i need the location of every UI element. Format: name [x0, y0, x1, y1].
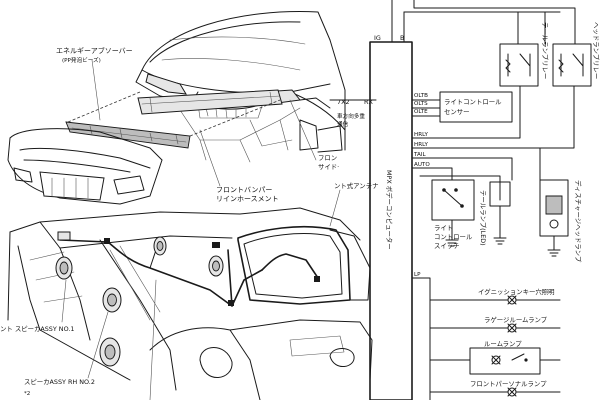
pin-auto: AUTO — [414, 162, 430, 168]
harness-code-label: 7X2 — [337, 98, 350, 106]
bumper-reinforcement-label-2: リインホースメント — [216, 195, 279, 203]
speaker-rear-right — [208, 255, 224, 277]
speaker-door-no2 — [102, 287, 122, 313]
energy-absorber-note: (PP発泡ビーズ) — [62, 56, 101, 64]
front-side-label-2: サイド· — [318, 163, 339, 171]
connector-mid — [228, 300, 234, 306]
light-control-switch-label-2: コントロール — [434, 233, 473, 241]
connector-ig-label: IG — [374, 34, 381, 42]
connector-box-left — [57, 231, 71, 241]
pin-lp: LP — [414, 272, 421, 278]
pin-olte: OLTE — [414, 109, 428, 115]
antenna-leader — [329, 189, 341, 227]
connector-b-label: B — [400, 34, 404, 42]
speaker-no2-leader — [87, 311, 109, 379]
connector-tailgate — [314, 276, 320, 282]
light-control-switch-label-3: スイッチ — [434, 242, 460, 250]
pin-tail: TAIL — [413, 152, 426, 158]
speaker-rear-pillar — [153, 236, 167, 256]
tail-lamp-relay-label: テールランプリレー — [541, 22, 549, 79]
speaker-front-left — [55, 256, 73, 280]
front-side-label-1: フロン — [318, 154, 337, 162]
headlamp-relay-label: ヘッドランプリレー — [592, 22, 600, 79]
tail-lamp-led-label: テールランプ(LED) — [479, 190, 487, 246]
connector-left — [104, 238, 110, 244]
light-control-switch-box — [431, 179, 475, 221]
front-personal-lamp-label: フロントパーソナルランプ — [470, 380, 547, 388]
light-control-switch-label-1: ライト — [434, 224, 453, 232]
pin-hrly-1: HRLY — [414, 132, 428, 138]
energy-absorber-label: エネルギーアブソーバー — [56, 46, 133, 55]
luggage-room-lamp-label: ラゲージルームランプ — [484, 315, 548, 324]
lighting-schematic — [369, 0, 592, 401]
light-control-sensor-label-1: ライトコントロール — [444, 98, 502, 106]
front-car-view — [7, 11, 346, 205]
headlamp-relay-box — [552, 43, 592, 87]
tail-lamp-relay-box — [499, 43, 539, 87]
speaker-no1-leader — [61, 279, 67, 323]
mpx-computer-label: MPX ボデーコンピューター — [385, 170, 394, 250]
room-lamp-box — [469, 347, 541, 375]
light-control-sensor-label-2: センサー — [444, 108, 470, 116]
pin-oltb: OLTB — [414, 93, 428, 99]
room-lamp-label: ルームランプ — [484, 340, 522, 348]
bumper-reinforcement-label-1: フロントバンパー — [216, 186, 272, 194]
pin-olts: OLTS — [414, 101, 428, 107]
discharge-headlamp-label: ディスチャージヘッドランプ — [574, 180, 583, 263]
ignition-key-light-label: イグニッションキー穴照明 — [478, 287, 555, 296]
pin-hrly-2: HRLY — [414, 142, 428, 148]
speaker-no1-label: ント スピーカASSY NO.1 — [0, 325, 74, 333]
harness-note-1: 車方向多重 — [337, 112, 365, 120]
antenna-label: ント式アンテナ — [334, 181, 378, 190]
speaker-no2-note: *2 — [24, 391, 30, 397]
bumper-reinforcement-shape — [137, 89, 283, 115]
speaker-lower-left — [99, 337, 121, 367]
harness-note-2: 通信 — [337, 120, 349, 128]
rx-label: RX — [364, 98, 373, 106]
light-control-sensor-box — [439, 91, 513, 123]
bumper-grille-shape — [39, 171, 105, 201]
speaker-no2-label: スピーカASSY RH NO.2 — [24, 378, 95, 386]
headlamp-left-shape — [145, 73, 187, 95]
connector-top — [212, 242, 220, 248]
